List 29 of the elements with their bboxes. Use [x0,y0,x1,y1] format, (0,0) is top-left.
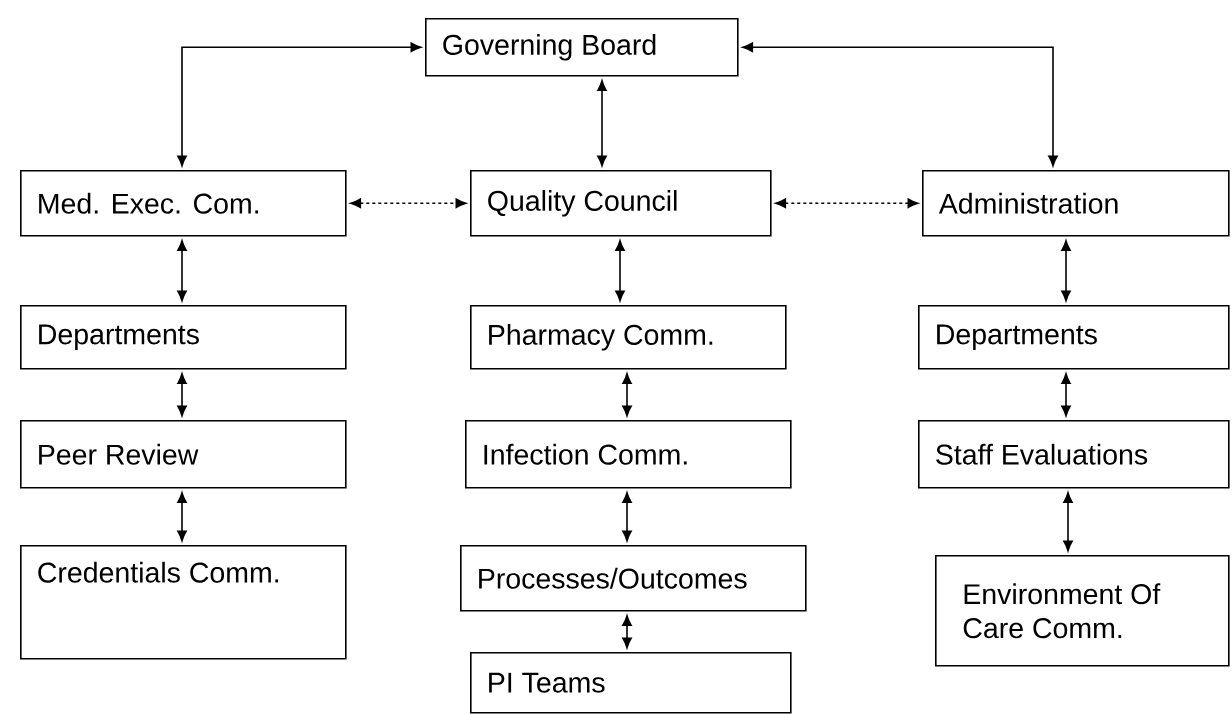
arrow [597,80,607,167]
org-box: Governing Board [425,18,739,77]
arrow [350,198,467,209]
org-box: PI Teams [470,652,792,714]
org-box: Departments [918,305,1230,370]
arrow [615,240,625,302]
arrow [177,240,187,302]
arrow [622,373,632,417]
org-box: Quality Council [470,170,772,237]
org-box: Administration [922,170,1230,237]
arrow [177,42,422,167]
arrow [622,492,632,542]
org-box: Departments [20,305,347,370]
org-box: Processes/Outcomes [460,545,807,612]
arrow [775,198,919,209]
org-box: Staff Evaluations [918,420,1230,489]
arrow [1063,492,1073,552]
arrow [177,373,187,417]
org-box: Environment Of Care Comm. [935,555,1230,667]
arrow [1061,373,1071,417]
arrow [622,615,632,649]
org-box: Med. Exec. Com. [20,170,347,237]
arrow [1061,240,1071,302]
org-box: Peer Review [20,420,347,489]
org-box: Credentials Comm. [20,545,347,660]
org-box: Infection Comm. [465,420,792,489]
arrow [742,42,1058,167]
arrow [177,492,187,542]
org-box: Pharmacy Comm. [470,305,787,370]
